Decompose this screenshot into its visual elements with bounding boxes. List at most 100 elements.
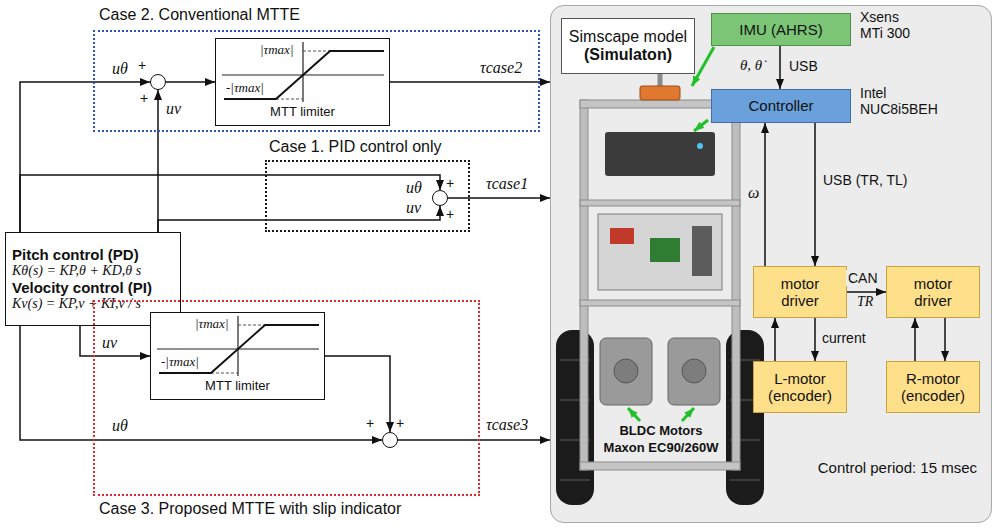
signal-label: ω bbox=[746, 184, 761, 202]
signal-arrow bbox=[398, 439, 550, 441]
motor-hub bbox=[682, 359, 706, 383]
driver-box: motor driver bbox=[886, 266, 980, 318]
frame-beam bbox=[580, 462, 740, 470]
electronics-board bbox=[598, 214, 722, 290]
case-group: |τmax| -|τmax| MTT limiter + + Case 3. Propos… bbox=[93, 300, 480, 520]
saturation-curve bbox=[224, 51, 384, 99]
signal-arrow bbox=[847, 291, 886, 293]
signal-arrow bbox=[157, 90, 159, 232]
box-title: (Simulaton) bbox=[584, 46, 672, 64]
panel-ground bbox=[550, 5, 992, 523]
plus-sign: + bbox=[138, 57, 146, 73]
limiter-block: |τmax| -|τmax| MTT limiter bbox=[215, 38, 390, 126]
part-label: Maxon EC90/260W bbox=[598, 441, 724, 456]
frame-post bbox=[580, 100, 588, 470]
formula: Kθ(s) = KP,θ + KD,θ s bbox=[12, 263, 141, 279]
level-guide bbox=[303, 51, 330, 52]
axis-label: -|τmax| bbox=[161, 355, 199, 370]
summing-junction: ++ bbox=[432, 190, 448, 206]
wheel-tread bbox=[730, 479, 760, 481]
case-group: ++Case 1. PID control only bbox=[265, 138, 470, 232]
box-label: IMU (AHRS) bbox=[739, 21, 822, 38]
axis-label: |τmax| bbox=[260, 43, 293, 58]
box-title: Simscape model bbox=[569, 28, 687, 46]
signal-arrow bbox=[166, 81, 215, 83]
block-label: MTT limiter bbox=[151, 379, 324, 394]
frame-beam bbox=[580, 300, 740, 306]
axis-label: |τmax| bbox=[195, 317, 228, 332]
sensor-box: IMU (AHRS) bbox=[711, 13, 851, 46]
signal-label: uθ bbox=[404, 179, 424, 197]
model-title-box: Simscape model(Simulaton) bbox=[561, 18, 695, 74]
group-title: Case 3. Proposed MTTE with slip indicato… bbox=[99, 500, 401, 518]
signal-arrow bbox=[814, 318, 816, 361]
frame-post bbox=[732, 100, 740, 470]
signal-arrow bbox=[390, 81, 550, 83]
signal-label: uθ bbox=[110, 417, 130, 435]
pointer-arrow bbox=[628, 408, 640, 421]
block-title: Velocity control (PI) bbox=[12, 279, 152, 296]
signal-label: τcase3 bbox=[484, 416, 530, 434]
signal-label: uv bbox=[164, 100, 183, 118]
plus-sign: + bbox=[446, 206, 454, 222]
signal-arrow bbox=[20, 82, 150, 232]
box-label: motor driver bbox=[897, 275, 969, 310]
signal-arrow bbox=[779, 46, 781, 89]
signal-label: uθ bbox=[110, 60, 130, 78]
signal-label: uv bbox=[100, 334, 119, 352]
signal-label: θ, θ̇ bbox=[738, 57, 764, 74]
signal-arrow bbox=[944, 318, 946, 361]
block-title: Pitch control (PD) bbox=[12, 246, 139, 263]
signal-label: uv bbox=[404, 199, 423, 217]
signal-label: USB bbox=[787, 58, 820, 74]
plus-sign: + bbox=[396, 415, 404, 431]
robot-photo bbox=[556, 74, 764, 505]
pointer-arrow bbox=[692, 47, 714, 86]
group-title: Case 2. Conventional MTTE bbox=[99, 6, 300, 24]
level-guide bbox=[238, 325, 265, 326]
signal-arrow bbox=[158, 206, 440, 232]
signal-label: τcase2 bbox=[478, 59, 524, 77]
formula: Kv(s) = KP,v + KI,v / s bbox=[12, 296, 141, 312]
note-text: Control period: 15 msec bbox=[818, 459, 977, 476]
axis-label: -|τmax| bbox=[226, 81, 264, 96]
signal-arrow bbox=[814, 123, 816, 266]
signal-label: τcase1 bbox=[484, 175, 530, 193]
imu-device bbox=[640, 86, 680, 100]
plus-sign: + bbox=[366, 415, 374, 431]
frame-beam bbox=[580, 200, 740, 206]
status-led bbox=[697, 143, 703, 149]
driver-box: motor driver bbox=[753, 266, 847, 318]
motor-body bbox=[600, 338, 652, 405]
signal-arrow bbox=[80, 326, 150, 356]
pointer-arrow bbox=[682, 408, 694, 421]
circuit-chip bbox=[650, 238, 680, 262]
level-guide bbox=[211, 373, 238, 374]
box-label: motor driver bbox=[764, 275, 836, 310]
limiter-block: |τmax| -|τmax| MTT limiter bbox=[150, 312, 325, 400]
case-group: ++ |τmax| -|τmax| MTT limiter Case 2. Conven… bbox=[93, 4, 540, 132]
signal-label: USB (TR, TL) bbox=[821, 172, 910, 188]
power-module bbox=[610, 228, 634, 244]
level-guide bbox=[276, 99, 303, 100]
pointer-arrow bbox=[694, 120, 708, 131]
signal-arrow bbox=[774, 318, 776, 361]
signal-label: TR bbox=[855, 294, 875, 310]
signal-arrow bbox=[448, 197, 550, 199]
wheel-tread bbox=[560, 479, 590, 481]
motor-body bbox=[668, 338, 720, 405]
box-label: R-motor (encoder) bbox=[897, 370, 969, 405]
motor-box: L-motor (encoder) bbox=[753, 361, 847, 413]
saturation-curve bbox=[159, 325, 319, 373]
summing-junction: ++ bbox=[150, 74, 166, 90]
computer-box: Controller bbox=[711, 89, 851, 123]
block-label: MTT limiter bbox=[216, 105, 389, 120]
device-note: Xsens MTi 300 bbox=[858, 9, 920, 41]
part-label: BLDC Motors bbox=[598, 424, 724, 439]
computer-unit bbox=[605, 132, 715, 176]
plus-sign: + bbox=[446, 175, 454, 191]
motor-hub bbox=[614, 359, 638, 383]
